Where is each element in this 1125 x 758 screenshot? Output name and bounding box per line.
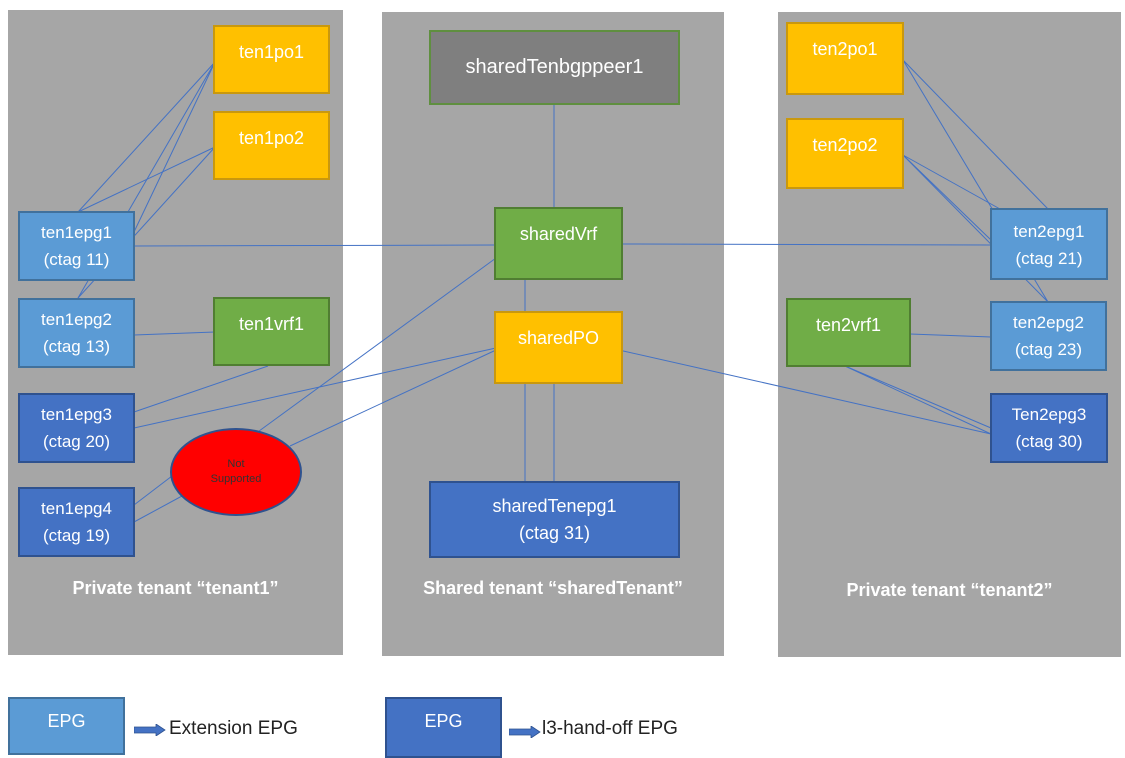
node-sharedTenbgppeer1: sharedTenbgppeer1 bbox=[429, 30, 680, 105]
node-sharedPO: sharedPO bbox=[494, 311, 623, 384]
node-ten2epg2: ten2epg2 (ctag 23) bbox=[990, 301, 1107, 371]
line-ten2vrf1-ten2epg3-b bbox=[844, 365, 992, 435]
node-ten1epg2: ten1epg2 (ctag 13) bbox=[18, 298, 135, 368]
legend-l3-epg-swatch: EPG bbox=[385, 697, 502, 758]
legend-l3-epg-label: l3-hand-off EPG bbox=[542, 718, 678, 739]
node-ten1epg1: ten1epg1 (ctag 11) bbox=[18, 211, 135, 281]
line-ten1epg4-notsupported-b bbox=[133, 475, 173, 506]
line-ten1epg2-ten1vrf1 bbox=[133, 331, 216, 336]
line-notsupported-sharedPO bbox=[289, 349, 497, 447]
line-ten2po2-ten2epg1 bbox=[902, 154, 1001, 210]
node-ten1epg3: ten1epg3 (ctag 20) bbox=[18, 393, 135, 463]
line-ten1po2-ten1epg1 bbox=[77, 146, 216, 213]
node-ten1po2: ten1po2 bbox=[213, 111, 330, 180]
line-ten1po1-ten1epg1-b bbox=[133, 61, 216, 233]
node-sharedTenepg1: sharedTenepg1 (ctag 31) bbox=[429, 481, 680, 558]
node-ten2epg1: ten2epg1 (ctag 21) bbox=[990, 208, 1108, 280]
panel-label-tenant2: Private tenant “tenant2” bbox=[846, 580, 1053, 600]
line-ten2po1-ten2epg1 bbox=[902, 59, 1049, 210]
node-ten2vrf1: ten2vrf1 bbox=[786, 298, 911, 367]
line-sharedVrf-ten2epg1 bbox=[621, 243, 992, 246]
panel-label-tenant1: Private tenant “tenant1” bbox=[72, 578, 279, 598]
node-ten1epg4: ten1epg4 (ctag 19) bbox=[18, 487, 135, 557]
line-ten1po1-ten1epg1 bbox=[77, 61, 216, 213]
node-ten2po1: ten2po1 bbox=[786, 22, 904, 95]
node-ten1po1: ten1po1 bbox=[213, 25, 330, 94]
line-ten2po2-ten2epg1-b bbox=[902, 154, 992, 241]
not-supported-oval: Not Supported bbox=[170, 428, 302, 516]
line-ten2vrf1-ten2epg2 bbox=[909, 333, 992, 338]
line-ten1vrf1-ten1epg3 bbox=[133, 365, 269, 413]
legend-extension-epg-swatch: EPG bbox=[8, 697, 125, 755]
line-ten2vrf1-ten2epg3 bbox=[844, 365, 992, 429]
legend-extension-arrow-icon bbox=[134, 724, 166, 736]
line-notsupported-sharedVrf bbox=[254, 257, 497, 435]
node-sharedVrf: sharedVrf bbox=[494, 207, 623, 280]
node-ten2po2: ten2po2 bbox=[786, 118, 904, 189]
legend-l3-arrow-icon bbox=[509, 726, 541, 738]
legend-extension-epg-label: Extension EPG bbox=[169, 718, 298, 739]
line-ten1epg3-sharedPO bbox=[133, 347, 497, 429]
panel-label-shared-tenant: Shared tenant “sharedTenant” bbox=[423, 578, 683, 598]
line-ten1epg1-sharedVrf bbox=[133, 244, 497, 247]
node-ten2epg3: Ten2epg3 (ctag 30) bbox=[990, 393, 1108, 463]
node-ten1vrf1: ten1vrf1 bbox=[213, 297, 330, 366]
line-sharedPO-ten2epg3 bbox=[609, 347, 992, 435]
line-ten1epg4-notsupported bbox=[133, 495, 183, 523]
